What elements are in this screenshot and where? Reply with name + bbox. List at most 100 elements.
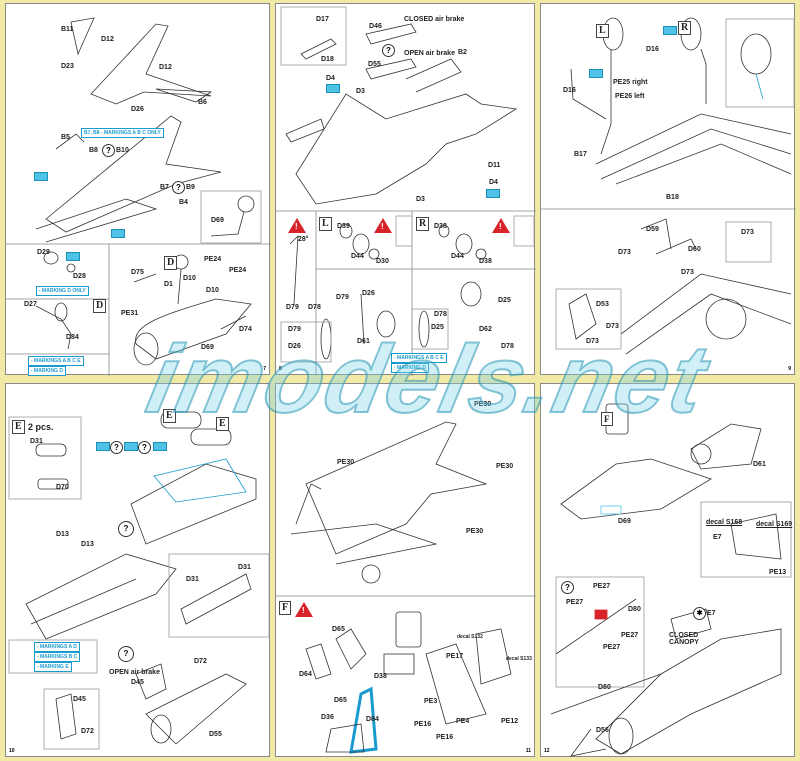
part-label: D11 bbox=[488, 162, 501, 169]
part-label: PE30 bbox=[466, 528, 484, 535]
closed-canopy-label: CLOSED CANOPY bbox=[669, 632, 699, 646]
marking-note: - MARKINGS A B C E bbox=[391, 353, 447, 363]
aircraft-upper-drawing bbox=[6, 17, 271, 376]
optional-icon: ? bbox=[102, 144, 115, 157]
part-label: D4 bbox=[326, 75, 335, 82]
part-label: D55 bbox=[368, 61, 381, 68]
instruction-page-12: F D61 D69 decal S168 decal S169 E7 PE13 … bbox=[540, 383, 795, 757]
instruction-page-7: B11 D12 D23 D12 D26 B6 B7, B8 - MARKINGS… bbox=[5, 3, 271, 376]
engine-assembly-drawing bbox=[8, 411, 270, 750]
section-marker-d: D bbox=[93, 299, 107, 313]
part-label: PE27 bbox=[603, 644, 621, 651]
part-label: D13 bbox=[81, 541, 94, 548]
part-label: D61 bbox=[357, 338, 370, 345]
part-label: D26 bbox=[288, 343, 301, 350]
part-label: B5 bbox=[61, 134, 70, 141]
part-label: PE16 bbox=[436, 734, 454, 741]
mirror-symbol-icon: ✱ bbox=[693, 607, 706, 620]
part-label: D78 bbox=[308, 304, 321, 311]
air-brake-closed-label: CLOSED air brake bbox=[404, 16, 465, 23]
optional-icon: ? bbox=[382, 44, 395, 57]
part-label: PE26 left bbox=[615, 93, 645, 100]
section-marker-l: L bbox=[319, 217, 332, 231]
part-label: D16 bbox=[563, 87, 576, 94]
part-label: PE27 bbox=[621, 632, 639, 639]
part-label: PE16 bbox=[414, 721, 432, 728]
part-label: D79 bbox=[336, 294, 349, 301]
marking-note: - MARKING E bbox=[34, 662, 72, 672]
part-label: B18 bbox=[666, 194, 679, 201]
section-marker-e: E bbox=[216, 417, 229, 431]
section-marker-f: F bbox=[279, 601, 292, 615]
part-label: D31 bbox=[238, 564, 251, 571]
part-label: D29 bbox=[37, 249, 50, 256]
marking-note: - MARKINGS A D bbox=[34, 642, 80, 652]
part-label: D73 bbox=[618, 249, 631, 256]
part-label: D73 bbox=[606, 323, 619, 330]
warning-icon bbox=[492, 218, 510, 233]
part-label: D12 bbox=[101, 36, 114, 43]
part-label: D25 bbox=[431, 324, 444, 331]
part-label: D45 bbox=[73, 696, 86, 703]
part-label: PE17 bbox=[446, 653, 464, 660]
page-number: 9 bbox=[788, 366, 791, 372]
part-label: D27 bbox=[24, 301, 37, 308]
page-number: 10 bbox=[9, 748, 15, 754]
part-label: PE31 bbox=[121, 310, 139, 317]
paint-color-chip bbox=[96, 442, 110, 451]
part-label: D75 bbox=[131, 269, 144, 276]
part-label: B4 bbox=[179, 199, 188, 206]
part-label: PE30 bbox=[337, 459, 355, 466]
part-label: PE12 bbox=[501, 718, 519, 725]
optional-icon: ? bbox=[118, 521, 134, 537]
paint-color-chip bbox=[124, 442, 138, 451]
instruction-page-11: PE30 PE30 PE30 PE30 F D65 D64 D38 decal … bbox=[275, 383, 536, 757]
marking-note: B7, B8 - MARKINGS A B C ONLY bbox=[81, 128, 164, 138]
part-label: D3 bbox=[416, 196, 425, 203]
paint-color-chip bbox=[66, 252, 80, 261]
optional-icon: ? bbox=[138, 441, 151, 454]
part-label: B6 bbox=[198, 99, 207, 106]
page-number: 8 bbox=[279, 366, 282, 372]
marking-note: - MARKING D bbox=[391, 363, 429, 373]
part-label: D13 bbox=[56, 531, 69, 538]
part-label: PE30 bbox=[474, 401, 492, 408]
part-label: D78 bbox=[501, 343, 514, 350]
part-label: E7 bbox=[707, 610, 716, 617]
cockpit-nose-drawing bbox=[550, 403, 792, 757]
optional-icon: ? bbox=[118, 646, 134, 662]
part-label: D38 bbox=[374, 673, 387, 680]
part-label: B9 bbox=[186, 184, 195, 191]
section-marker-e: E bbox=[12, 420, 25, 434]
part-label: D74 bbox=[239, 326, 252, 333]
instruction-page-9: L R D16 PE25 right PE26 left D16 B17 B18… bbox=[540, 3, 796, 375]
warning-icon bbox=[374, 218, 392, 233]
instruction-page-8: D17 D18 D46 CLOSED air brake ? OPEN air … bbox=[275, 3, 536, 376]
section-marker-e: E bbox=[163, 409, 176, 423]
part-label: D28 bbox=[73, 273, 86, 280]
part-label: D16 bbox=[646, 46, 659, 53]
paint-color-chip bbox=[663, 26, 677, 35]
part-label: PE30 bbox=[496, 463, 514, 470]
section-marker-r: R bbox=[678, 21, 692, 35]
paint-color-chip bbox=[326, 84, 340, 93]
part-label: D23 bbox=[61, 63, 74, 70]
marking-note: - MARKINGS B C bbox=[34, 652, 81, 662]
part-label: D38 bbox=[434, 223, 447, 230]
decal-label: decal S132 bbox=[457, 634, 483, 640]
landing-gear-drawing bbox=[541, 17, 796, 355]
paint-color-chip bbox=[111, 229, 125, 238]
part-label: D4 bbox=[489, 179, 498, 186]
part-label: PE24 bbox=[229, 267, 247, 274]
part-label: D46 bbox=[369, 23, 382, 30]
aircraft-side-drawing bbox=[276, 421, 536, 754]
part-label: PE27 bbox=[566, 599, 584, 606]
air-brake-open-label: OPEN air brake bbox=[404, 50, 455, 57]
part-label: D44 bbox=[351, 253, 364, 260]
part-label: B10 bbox=[116, 147, 129, 154]
part-label: D39 bbox=[337, 223, 350, 230]
part-label: PE4 bbox=[456, 718, 470, 725]
part-label: D12 bbox=[159, 64, 172, 71]
page-number: 12 bbox=[544, 748, 550, 754]
part-label: D55 bbox=[209, 731, 222, 738]
